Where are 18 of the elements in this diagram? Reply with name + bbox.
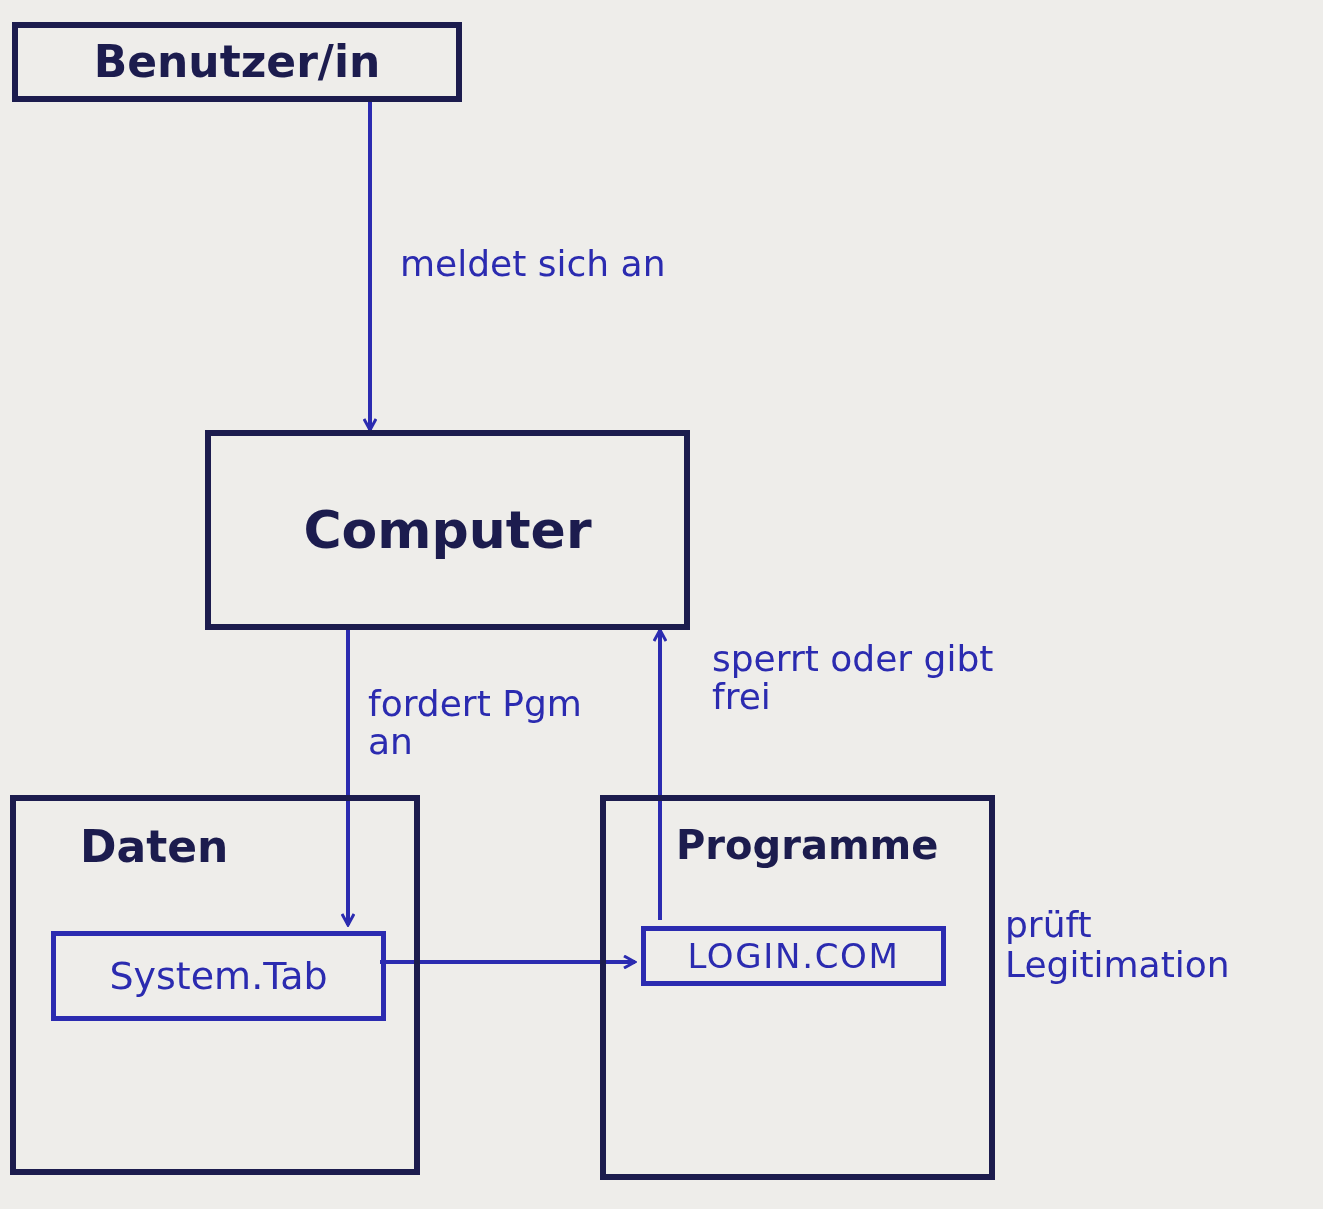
container-box bbox=[600, 795, 995, 1180]
arrow bbox=[652, 628, 668, 920]
program-box bbox=[641, 926, 946, 986]
node-label: System.Tab bbox=[109, 957, 328, 995]
arrow bbox=[380, 954, 637, 970]
note-text: prüft Legitimation bbox=[1005, 905, 1231, 985]
arrow bbox=[362, 102, 378, 432]
node-label: Benutzer/in bbox=[93, 40, 381, 84]
process-box bbox=[205, 430, 690, 630]
container-box bbox=[10, 795, 420, 1175]
edge-label: fordert Pgm an bbox=[368, 685, 583, 761]
node-label: LOGIN.COM bbox=[687, 939, 900, 973]
actor-box bbox=[12, 22, 462, 102]
table-box bbox=[51, 931, 386, 1021]
edge-label: meldet sich an bbox=[400, 245, 667, 283]
node-label: Daten bbox=[80, 825, 229, 869]
arrow bbox=[340, 630, 356, 927]
edge-label: sperrt oder gibt frei bbox=[712, 640, 995, 716]
